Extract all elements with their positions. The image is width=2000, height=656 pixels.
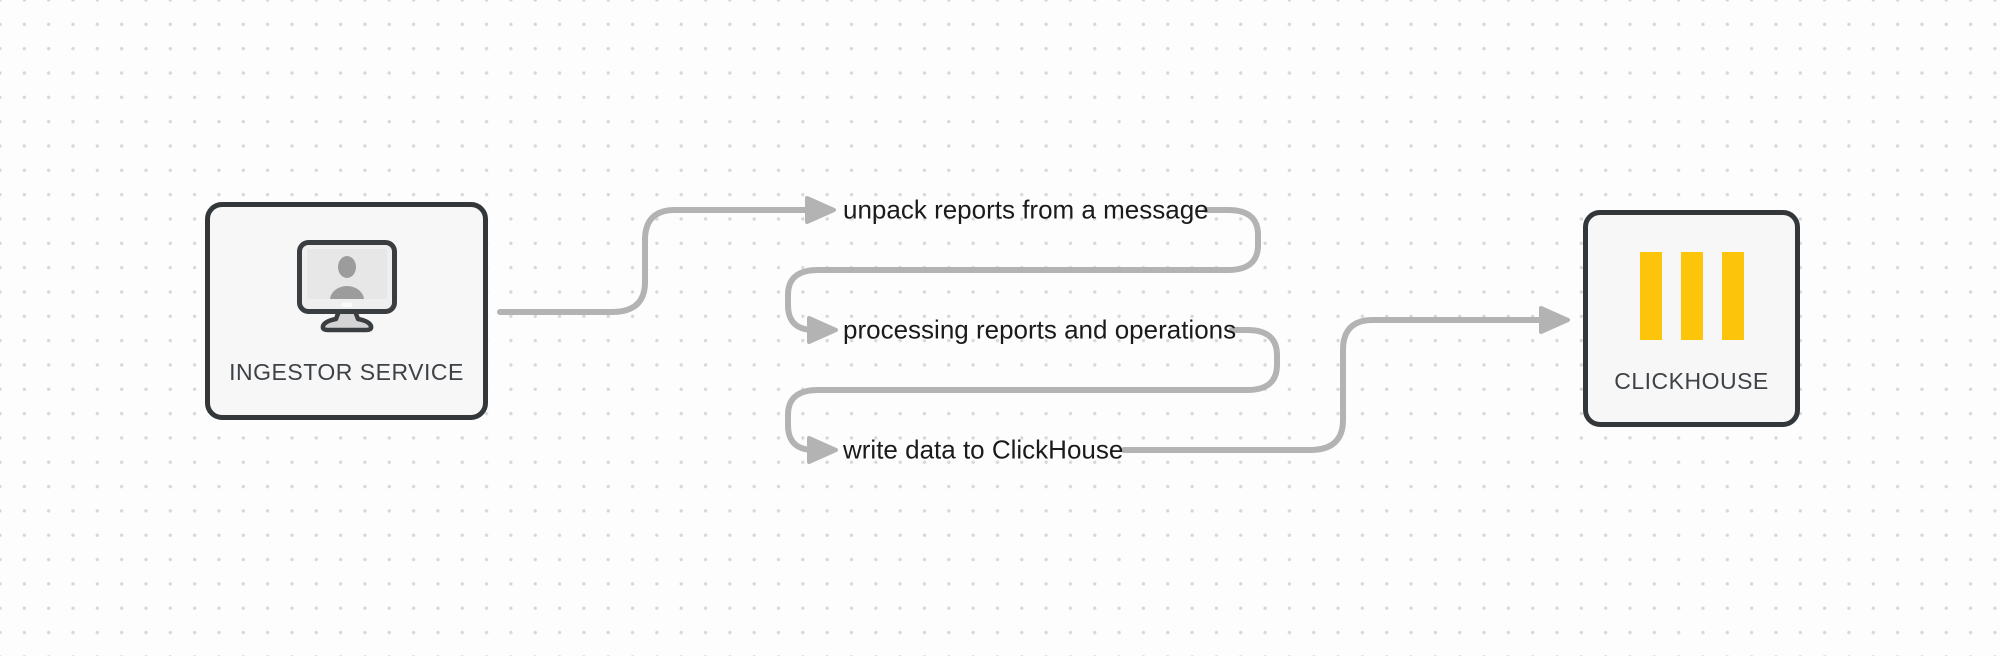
arrowhead-clickhouse	[1539, 306, 1570, 334]
clickhouse-bars-icon	[1639, 252, 1744, 340]
node-ingestor-service: INGESTOR SERVICE	[205, 202, 488, 420]
monitor-notch	[341, 302, 352, 307]
connector-step3-to-clickhouse	[1121, 317, 1543, 453]
monitor-stand	[320, 308, 373, 333]
connector-ingestor-to-step1	[497, 207, 809, 315]
arrowhead-step1	[805, 196, 836, 224]
step-label-write: write data to ClickHouse	[843, 434, 1124, 465]
connector-step1-to-step2	[785, 207, 1261, 333]
node-label-ingestor: INGESTOR SERVICE	[229, 359, 464, 385]
node-label-clickhouse: CLICKHOUSE	[1614, 368, 1769, 394]
step-label-unpack: unpack reports from a message	[843, 194, 1209, 225]
clickhouse-bar	[1680, 252, 1703, 340]
clickhouse-bar	[1639, 252, 1662, 340]
node-clickhouse: CLICKHOUSE	[1583, 210, 1800, 427]
arrowhead-step3	[807, 436, 838, 464]
step-label-processing: processing reports and operations	[843, 314, 1237, 345]
arrowhead-step2	[807, 316, 838, 344]
person-silhouette-icon	[329, 256, 364, 299]
monitor-user-icon	[296, 240, 397, 333]
connector-step2-to-step3	[785, 327, 1280, 453]
clickhouse-bar	[1721, 252, 1744, 340]
